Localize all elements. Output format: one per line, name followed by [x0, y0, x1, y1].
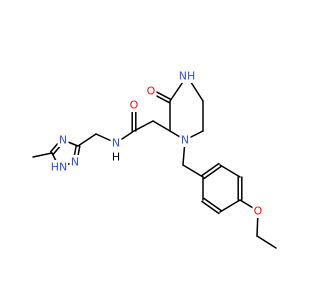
- ether-oxygen-label: O: [254, 205, 263, 218]
- bond-Ce1-Ce2: [256, 235, 277, 249]
- triazole-nitrogen-label-2-bg: [69, 155, 81, 169]
- ether-oxygen-label-bg: [252, 204, 264, 218]
- piperazine-nitrogen-label: N: [181, 134, 189, 147]
- amide-oxygen-label: O: [130, 99, 139, 112]
- bond-Ar1-Ar2: [203, 165, 222, 180]
- bond-CH2b-Cp2: [152, 120, 171, 132]
- bond-C3-CH2a: [77, 133, 97, 147]
- amide-hydrogen-label-bg: [110, 150, 122, 164]
- amide-hydrogen-label: H: [112, 151, 120, 164]
- piperazine-nitrogen-label-bg: [179, 133, 191, 147]
- bond-Ar4-Ar5: [219, 199, 241, 213]
- bond-Ar5-Ar6: [203, 197, 222, 212]
- lactam-oxygen-label-bg: [145, 84, 157, 98]
- bond-Ar5-Ar6: [201, 200, 220, 215]
- amide-nitrogen-label: N: [112, 137, 120, 150]
- bond-Ar1-Ar2: [201, 162, 220, 177]
- bond-Cme-C5: [32, 152, 53, 158]
- amide-nitrogen-label-bg: [110, 136, 122, 150]
- triazole-nitrogen-label-2: N: [71, 156, 79, 169]
- lactam-nh-label: NH: [179, 70, 196, 83]
- triazole-nitrogen-label-bg: [57, 133, 69, 147]
- triazole-nitrogen-label: N: [59, 134, 67, 147]
- amide-oxygen-label-bg: [128, 98, 140, 112]
- bond-CH2c-Ar1: [182, 164, 204, 178]
- triazole-nh-label: HN: [51, 161, 68, 174]
- lactam-nh-label-bg: [178, 69, 196, 83]
- bond-C_am-CH2b: [133, 120, 154, 132]
- lactam-oxygen-label: O: [147, 85, 156, 98]
- triazole-nh-label-bg: [50, 160, 68, 174]
- bond-layer: [32, 75, 277, 249]
- bond-Ar2-Ar3: [219, 164, 241, 178]
